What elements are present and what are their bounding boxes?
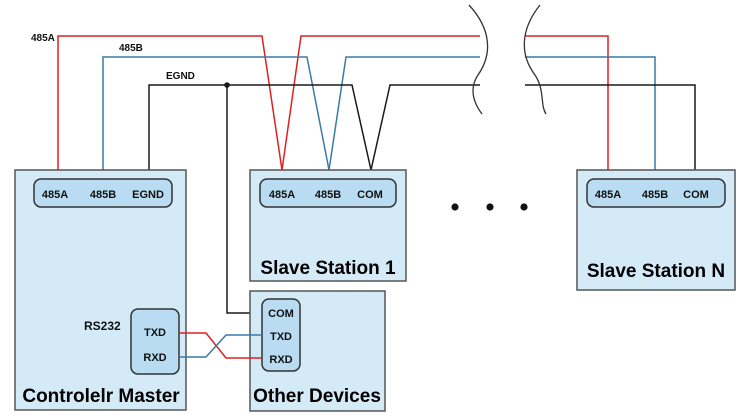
wire-label-egnd: EGND: [166, 71, 195, 82]
rs232-crossover-wires: [179, 332, 262, 359]
slave-station-n-box: 485A 485B COM Slave Station N: [576, 169, 736, 291]
wire-egnd-master-slave1: [148, 84, 372, 171]
wire-485a-slave1-break: [281, 35, 480, 171]
master-port-rxd: RXD: [143, 352, 166, 364]
slaveN-title: Slave Station N: [587, 261, 725, 282]
master-rs232-port-strip: [130, 308, 180, 375]
rs232-label: RS232: [84, 319, 121, 333]
slave1-title: Slave Station 1: [260, 258, 396, 279]
other-port-com: COM: [268, 308, 294, 320]
slave-station-1-box: 485A 485B COM Slave Station 1: [249, 169, 407, 282]
master-title: Controlelr Master: [22, 386, 180, 407]
other-port-rxd: RXD: [269, 354, 292, 366]
controller-master-box: 485A 485B EGND RS232 TXD RXD Controlelr …: [14, 169, 187, 411]
wire-master-rxd-to-other-txd: [179, 334, 262, 358]
master-port-485b: 485B: [90, 189, 116, 201]
master-port-txd: TXD: [144, 327, 166, 339]
slave1-port-com: COM: [357, 189, 383, 201]
wire-485a-master-slave1: [57, 35, 283, 171]
other-devices-box: COM TXD RXD Other Devices: [249, 290, 386, 412]
egnd-junction-dot: [224, 82, 230, 88]
wire-label-485a: 485A: [31, 33, 55, 44]
wire-egnd-break-slaveN: [525, 84, 696, 170]
slaveN-port-strip: [586, 178, 726, 208]
master-port-485a: 485A: [42, 189, 68, 201]
slave1-port-485a: 485A: [269, 189, 295, 201]
slave1-port-485b: 485B: [315, 189, 341, 201]
wire-egnd-slave1-break: [370, 84, 480, 171]
ellipsis-icon: [451, 203, 528, 211]
wire-485b-slave1-break: [328, 56, 480, 171]
wire-break-icon: [468, 4, 547, 115]
slaveN-port-com: COM: [683, 189, 709, 201]
wire-485a-break-slaveN: [525, 35, 609, 170]
other-title: Other Devices: [253, 386, 381, 407]
wire-485b-master-slave1: [102, 56, 330, 171]
other-port-txd: TXD: [270, 331, 292, 343]
slave1-port-strip: [259, 178, 397, 208]
master-port-egnd: EGND: [132, 189, 164, 201]
wire-label-485b: 485B: [119, 43, 143, 54]
slaveN-port-485a: 485A: [595, 189, 621, 201]
master-bus-port-strip: [33, 178, 173, 208]
wire-485b-break-slaveN: [525, 56, 656, 170]
slaveN-port-485b: 485B: [642, 189, 668, 201]
